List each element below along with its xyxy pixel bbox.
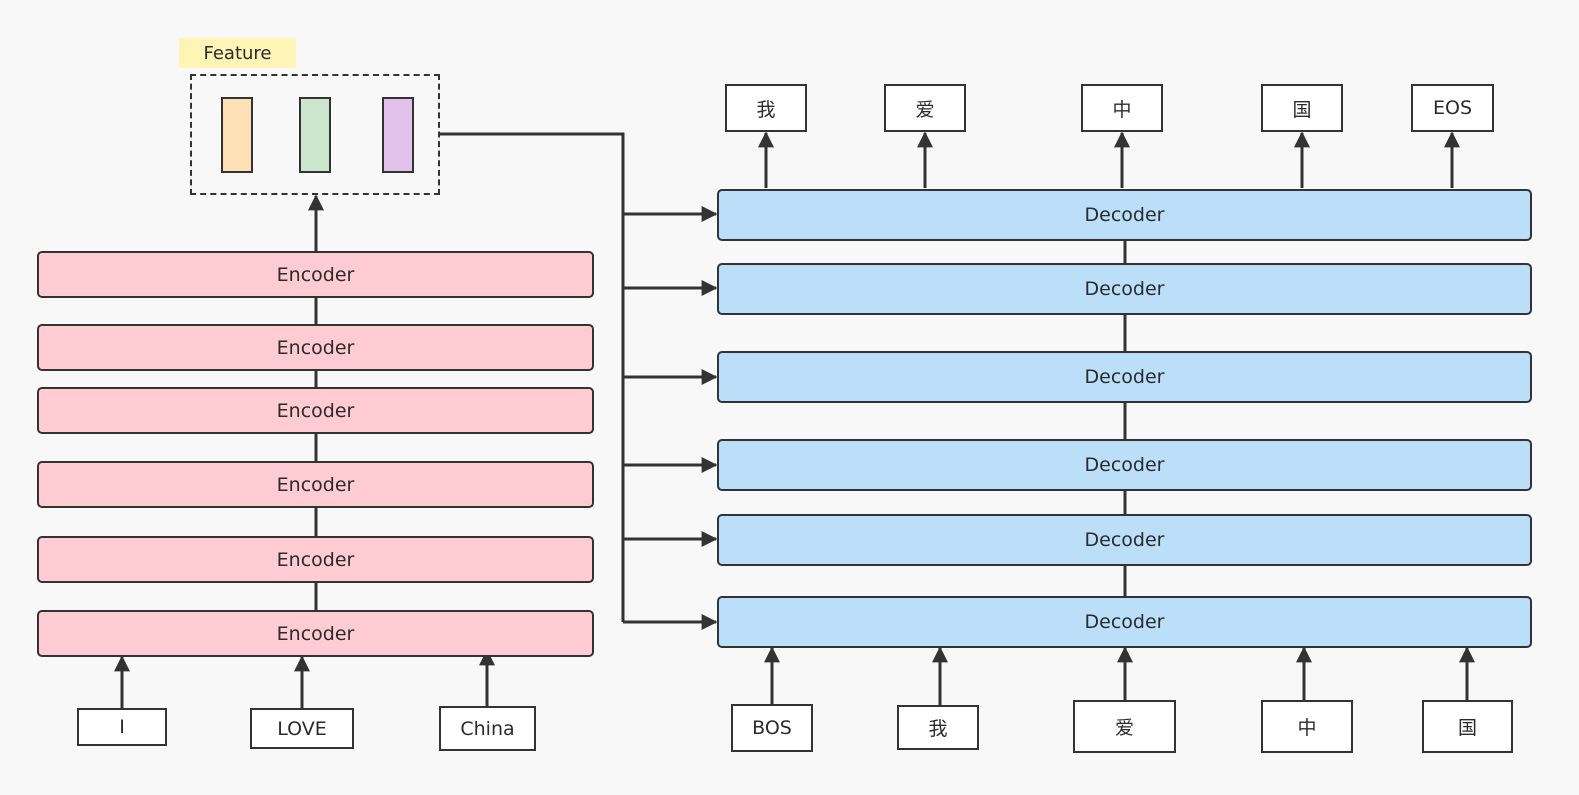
feature-bus (440, 132, 625, 622)
decoder-output-token: 爱 (884, 84, 966, 132)
decoder-input-token: 中 (1261, 700, 1353, 753)
feature-label: Feature (179, 38, 296, 68)
decoder-output-token: 中 (1081, 84, 1163, 132)
decoder-output-token: 我 (725, 84, 807, 132)
encoder-block-4: Encoder (37, 387, 594, 434)
encoder-input-token: China (439, 706, 536, 751)
decoder-block-6: Decoder (717, 189, 1532, 241)
decoder-block-1: Decoder (717, 596, 1532, 648)
decoder-input-token: BOS (731, 704, 813, 752)
encoder-block-3: Encoder (37, 461, 594, 508)
decoder-input-token: 国 (1422, 700, 1513, 753)
decoder-block-2: Decoder (717, 514, 1532, 566)
decoder-block-4: Decoder (717, 351, 1532, 403)
feature-vector-2 (299, 97, 331, 173)
encoder-block-5: Encoder (37, 324, 594, 371)
decoder-input-token: 我 (897, 705, 979, 750)
encoder-input-token: LOVE (250, 708, 354, 749)
encoder-block-2: Encoder (37, 536, 594, 583)
decoder-block-5: Decoder (717, 263, 1532, 315)
decoder-input-token: 爱 (1073, 700, 1176, 753)
feature-vector-1 (221, 97, 253, 173)
decoder-output-token: 国 (1261, 84, 1343, 132)
encoder-input-token: I (77, 708, 167, 746)
encoder-block-6: Encoder (37, 251, 594, 298)
decoder-output-token: EOS (1411, 84, 1494, 132)
encoder-block-1: Encoder (37, 610, 594, 657)
feature-vector-3 (382, 97, 414, 173)
feature-box (190, 74, 440, 195)
decoder-block-3: Decoder (717, 439, 1532, 491)
